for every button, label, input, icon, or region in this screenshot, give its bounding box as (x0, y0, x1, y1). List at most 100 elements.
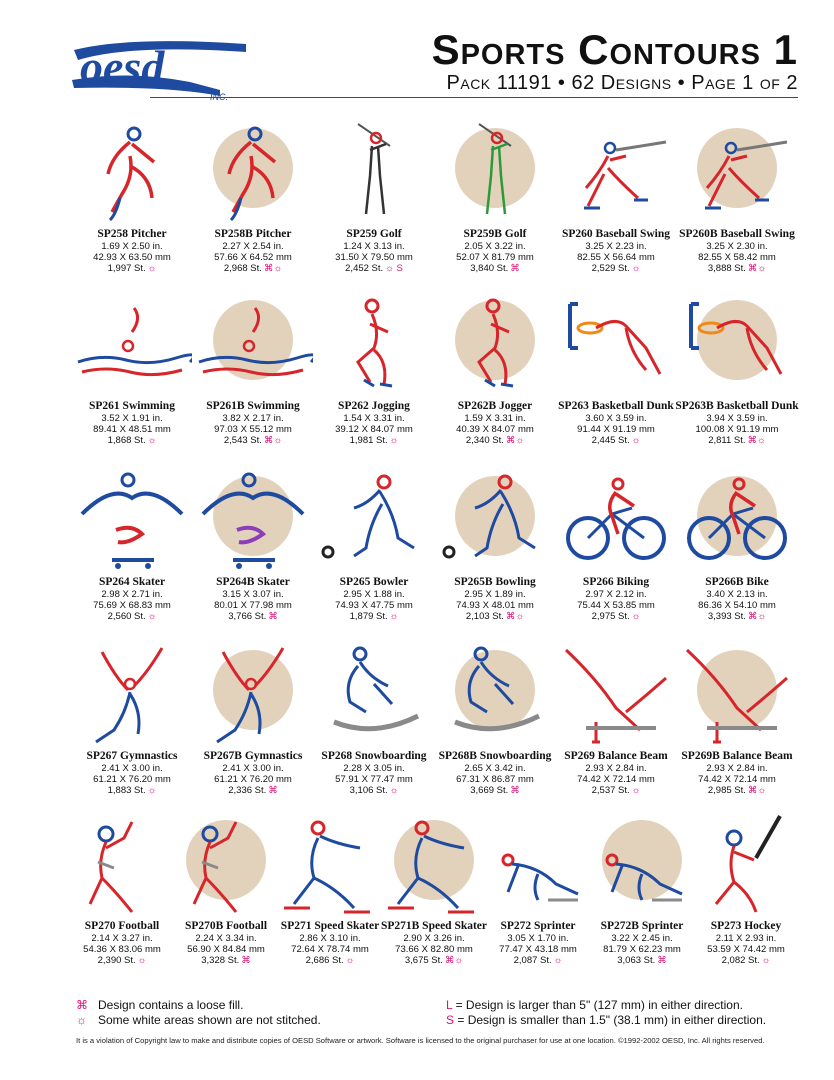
legend-left: ⌘Design contains a loose fill. ☼Some whi… (76, 998, 321, 1028)
design-name: SP260 Baseball Swing (562, 228, 670, 240)
stitch-count: 3,840 St. (470, 263, 509, 274)
stitch-count: 2,082 St. (721, 955, 760, 966)
design-size-in: 2.05 X 3.22 in. (464, 241, 526, 252)
design-size-in: 2.95 X 1.88 in. (343, 589, 405, 600)
stitch-count: 1,868 St. (107, 435, 146, 446)
stitch-count: 2,336 St. (228, 785, 267, 796)
logo-text: oesd (80, 41, 165, 92)
design-name: SP258B Pitcher (214, 228, 292, 240)
stitch-count: 3,063 St. (617, 955, 656, 966)
design-size-in: 3.94 X 3.59 in. (706, 413, 768, 424)
design-name: SP268B Snowboarding (438, 750, 552, 762)
design-size-in: 1.69 X 2.50 in. (101, 241, 163, 252)
design-marks: ⌘ (268, 611, 278, 622)
stitch-count: 2,968 St. (223, 263, 262, 274)
design-name: SP267B Gymnastics (203, 750, 303, 762)
stitch-count: 2,452 St. (345, 263, 384, 274)
stitch-count: 1,883 St. (107, 785, 146, 796)
design-marks: ☼ (631, 785, 641, 796)
design-size-mm: 91.44 X 91.19 mm (577, 424, 655, 435)
design-size-mm: 82.55 X 58.42 mm (698, 252, 776, 263)
jogger-figure-illustration (455, 298, 535, 388)
stitch-count: 3,106 St. (349, 785, 388, 796)
bowler-figure-illustration (321, 474, 415, 559)
design-size-in: 2.97 X 2.12 in. (585, 589, 647, 600)
stitch-count: 2,445 St. (591, 435, 630, 446)
design-marks: ⌘☼ (505, 611, 525, 622)
large-letter: L (446, 998, 453, 1012)
design-marks: ⌘ (268, 785, 278, 796)
speedskater-figure-illustration (284, 820, 370, 914)
golfer-figure-illustration (357, 123, 391, 215)
design-name: SP273 Hockey (710, 920, 782, 932)
design-size-in: 3.40 X 2.13 in. (706, 589, 768, 600)
design-size-mm: 40.39 X 84.07 mm (456, 424, 534, 435)
design-marks: ☼ (389, 611, 399, 622)
design-marks: ⌘☼ (747, 263, 767, 274)
design-size-mm: 100.08 X 91.19 mm (695, 424, 779, 435)
stitch-count: 1,997 St. (107, 263, 146, 274)
stitch-count: 3,888 St. (707, 263, 746, 274)
design-name: SP266B Bike (705, 576, 769, 588)
design-name: SP272 Sprinter (500, 920, 576, 932)
swimmer-figure-illustration (77, 307, 192, 377)
stitch-count: 1,981 St. (349, 435, 388, 446)
stitch-count: 2,529 St. (591, 263, 630, 274)
football-figure-illustration (88, 821, 134, 913)
design-marks: ⌘ (657, 955, 667, 966)
stitch-count: 2,543 St. (223, 435, 262, 446)
design-size-mm: 73.66 X 82.80 mm (395, 944, 473, 955)
stitch-count: 2,537 St. (591, 785, 630, 796)
design-size-in: 2.95 X 1.89 in. (464, 589, 526, 600)
skater-figure-illustration (201, 472, 305, 569)
design-size-mm: 61.21 X 76.20 mm (93, 774, 171, 785)
page-subtitle: Pack 11191 • 62 Designs • Page 1 of 2 (446, 72, 798, 94)
small-text: = Design is smaller than 1.5" (38.1 mm) … (457, 1013, 767, 1027)
design-size-mm: 74.42 X 72.14 mm (698, 774, 776, 785)
design-name: SP271B Speed Skater (380, 920, 488, 932)
stitch-count: 3,393 St. (707, 611, 746, 622)
design-marks: ⌘☼ (263, 435, 283, 446)
design-size-in: 2.11 X 2.93 in. (715, 933, 777, 944)
design-marks: ⌘☼ (444, 955, 464, 966)
stitch-count: 2,087 St. (513, 955, 552, 966)
design-size-mm: 54.36 X 83.06 mm (83, 944, 161, 955)
design-marks: ☼ (147, 785, 157, 796)
design-marks: ☼ (631, 263, 641, 274)
stitch-count: 2,340 St. (465, 435, 504, 446)
header-rule (150, 97, 798, 98)
stitch-count: 2,103 St. (465, 611, 504, 622)
design-name: SP261B Swimming (206, 400, 300, 412)
beam-figure-illustration (564, 648, 667, 744)
design-marks: ☼ (761, 955, 771, 966)
design-marks: ⌘ (241, 955, 251, 966)
design-name: SP261 Swimming (89, 400, 175, 412)
design-size-in: 2.14 X 3.27 in. (91, 933, 153, 944)
design-size-in: 2.90 X 3.26 in. (403, 933, 465, 944)
jogger-figure-illustration (356, 298, 393, 388)
design-marks: ☼ (389, 435, 399, 446)
swimmer-figure-illustration (198, 300, 313, 380)
design-name: SP267 Gymnastics (86, 750, 178, 762)
design-size-in: 2.93 X 2.84 in. (585, 763, 647, 774)
design-marks: ☼ (631, 611, 641, 622)
design-name: SP264 Skater (98, 576, 166, 588)
design-marks: ☼ (147, 435, 157, 446)
design-size-mm: 97.03 X 55.12 mm (214, 424, 292, 435)
stitch-count: 3,328 St. (201, 955, 240, 966)
design-marks: ⌘☼ (747, 611, 767, 622)
